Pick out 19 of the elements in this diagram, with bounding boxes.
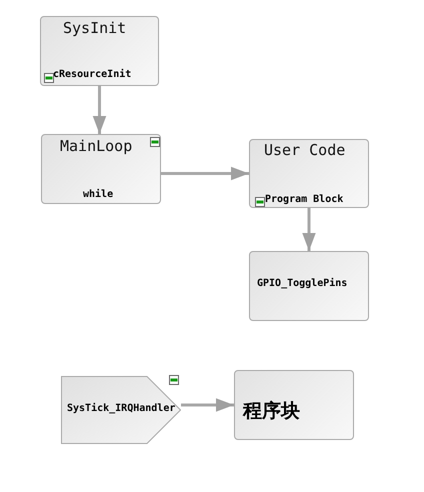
block-label: GPIO_TogglePins	[257, 278, 348, 289]
block-box	[249, 139, 369, 208]
block-label: cResourceInit	[53, 69, 132, 80]
block-label: 程序块	[243, 399, 300, 424]
block-title: SysInit	[63, 19, 126, 37]
arrow	[302, 208, 316, 251]
block-box	[234, 370, 354, 440]
arrow	[92, 86, 106, 134]
block-box	[40, 16, 159, 86]
arrow	[181, 398, 234, 412]
arrow	[161, 166, 249, 180]
block-label: SysTick_IRQHandler	[67, 403, 176, 414]
block-label: while	[83, 189, 114, 200]
pentagon-block	[61, 376, 181, 444]
block-box	[249, 251, 369, 321]
block-label: Program Block	[265, 194, 344, 205]
block-title: User Code	[264, 141, 346, 159]
block-title: MainLoop	[60, 137, 132, 155]
block-box	[41, 134, 161, 204]
